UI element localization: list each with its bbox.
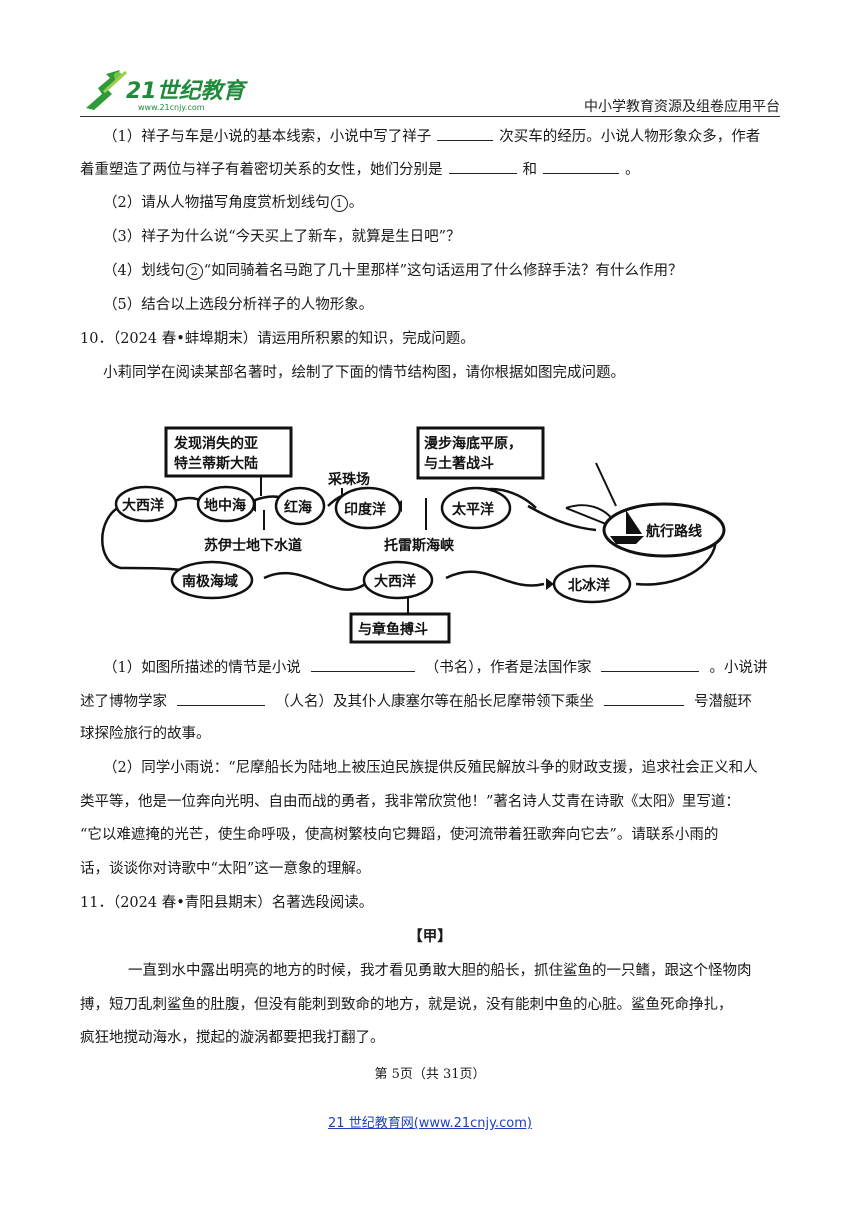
label-arctic: 北冰洋 [568,577,610,594]
label-pearl-field: 采珠场 [327,471,370,488]
node-red-sea [274,486,326,526]
circled-number: 2 [185,262,203,280]
q10-p1d: 述了博物学家 [80,694,167,710]
circled-number: 1 [330,194,348,212]
logo-text: 21世纪教育 [126,78,249,104]
q9-s1c: 着重塑造了两位与祥子有着密切关系的女性，她们分别是 [80,162,443,178]
q9-s4b: “如同骑着名马跑了几十里那样”这句话运用了什么修辞手法？有什么作用？ [203,263,683,279]
label-atlantic-1: 大西洋 [122,497,164,514]
answer-blank[interactable] [604,691,684,706]
q9-s1a: （1）祥子与车是小说的基本线索，小说中写了祥子 [103,129,432,145]
q9-s2a: （2）请从人物描写角度赏析划线句 [103,195,330,211]
header-divider [80,116,780,117]
answer-blank[interactable] [543,159,619,174]
box1-line1: 发现消失的亚 [173,435,258,452]
q10-p1b: （书名），作者是法国作家 [424,660,592,676]
q9-line1: （1）祥子与车是小说的基本线索，小说中写了祥子 次买车的经历。小说人物形象众多，作… [103,126,803,147]
q10-p1-line3: 球探险旅行的故事。 [80,726,211,742]
q9-line2: 着重塑造了两位与祥子有着密切关系的女性，她们分别是 和 。 [80,159,780,180]
logo-url: www.21cnjy.com [138,103,205,112]
page-number: 第 5页（共 31页） [374,1067,486,1082]
q9-line4: （3）祥子为什么说“今天买上了新车，就算是生日吧”？ [103,229,461,245]
site-logo: 21世纪教育 www.21cnjy.com [86,70,249,112]
q10-heading: 10．（2024 春•蚌埠期末）请运用所积累的知识，完成问题。 [80,331,475,347]
node-mediterranean [196,485,256,523]
box2-line1: 漫步海底平原， [424,435,522,452]
answer-blank[interactable] [437,126,494,141]
node-arctic [552,564,632,604]
label-torres: 托雷斯海峡 [384,537,455,554]
q10-p1-line1: （1）如图所描述的情节是小说 （书名），作者是法国作家 。小说讲 [103,657,803,678]
answer-blank[interactable] [448,159,517,174]
label-pacific: 太平洋 [452,501,494,518]
label-antarctic: 南极海域 [182,573,238,590]
footer-link[interactable]: 21 世纪教育网(www.21cnjy.com) [328,1116,532,1131]
q10-p2-line3: “它以难遮掩的光芒，使生命呼吸，使高树繁枝向它舞蹈，使河流带着狂歌奔向它去”。请… [80,827,719,843]
label-indian: 印度洋 [344,501,386,518]
q11-para-line1: 一直到水中露出明亮的地方的时候，我才看见勇敢大胆的船长，抓住鲨鱼的一只鳍，跟这个… [128,963,752,979]
q9-s2b: 。 [348,195,364,211]
q10-p1c: 。小说讲 [709,660,768,676]
label-suez: 苏伊士地下水道 [204,537,302,554]
box1-line2: 特兰蒂斯大陆 [174,455,258,472]
q10-p2-line4: 话，谈谈你对诗歌中“太阳”这一意象的理解。 [80,861,371,877]
q9-s1d: 和 [522,162,538,178]
q9-s1e: 。 [625,162,640,178]
answer-blank[interactable] [310,657,415,672]
header-platform: 中小学教育资源及组卷应用平台 [584,99,780,115]
plot-structure-diagram: 发现消失的亚 特兰蒂斯大陆 漫步海底平原， 与土著战斗 与章鱼搏斗 大西洋 地中… [101,426,726,644]
sail-icon [626,510,642,534]
node-indian [334,486,402,530]
q11-heading: 11．（2024 春•青阳县期末）名著选段阅读。 [80,895,374,911]
box-atlantis [164,426,293,478]
answer-blank[interactable] [177,691,265,706]
q11-para-line3: 疯狂地搅动海水，搅起的漩涡都要把我打翻了。 [80,1030,385,1046]
label-route: 航行路线 [646,523,702,540]
box2-line2: 与土著战斗 [424,455,494,472]
node-antarctic [170,560,254,600]
q10-intro: 小莉同学在阅读某部名著时，绘制了下面的情节结构图，请你根据如图完成问题。 [103,365,625,381]
q10-p1e: （人名）及其仆人康塞尔等在船长尼摩带领下乘坐 [275,694,594,710]
answer-blank[interactable] [601,657,700,672]
node-atlantic-2 [362,560,434,600]
q9-line6: （5）结合以上选段分析祥子的人物形象。 [103,297,374,313]
q11-subheading: 【甲】 [408,928,452,945]
box3-text: 与章鱼搏斗 [358,621,428,638]
q11-para-line2: 搏，短刀乱刺鲨鱼的肚腹，但没有能刺到致命的地方，就是说，没有能刺中鱼的心脏。鲨鱼… [80,997,733,1013]
q10-p1a: （1）如图所描述的情节是小说 [103,660,301,676]
label-red-sea: 红海 [284,499,312,516]
q10-p1-line2: 述了博物学家 （人名）及其仆人康塞尔等在船长尼摩带领下乘坐 号潜艇环 [80,691,780,712]
q9-s4a: （4）划线句 [103,263,185,279]
node-pacific [440,486,512,530]
node-atlantic-1 [114,485,178,523]
q9-s1b: 次买车的经历。小说人物形象众多，作者 [499,129,761,145]
q10-p2-line2: 类平等，他是一位奔向光明、自由而战的勇者，我非常欣赏他！”著名诗人艾青在诗歌《太… [80,794,740,810]
box-octopus [349,612,451,644]
label-mediterranean: 地中海 [204,497,246,514]
ship-icon [610,536,644,544]
label-atlantic-2: 大西洋 [374,573,416,590]
box-seafloor [416,426,545,480]
q10-p2-line1: （2）同学小雨说：“尼摩船长为陆地上被压迫民族提供反殖民解放斗争的财政支援，追求… [103,760,758,776]
q10-p1f: 号潜艇环 [694,694,752,710]
